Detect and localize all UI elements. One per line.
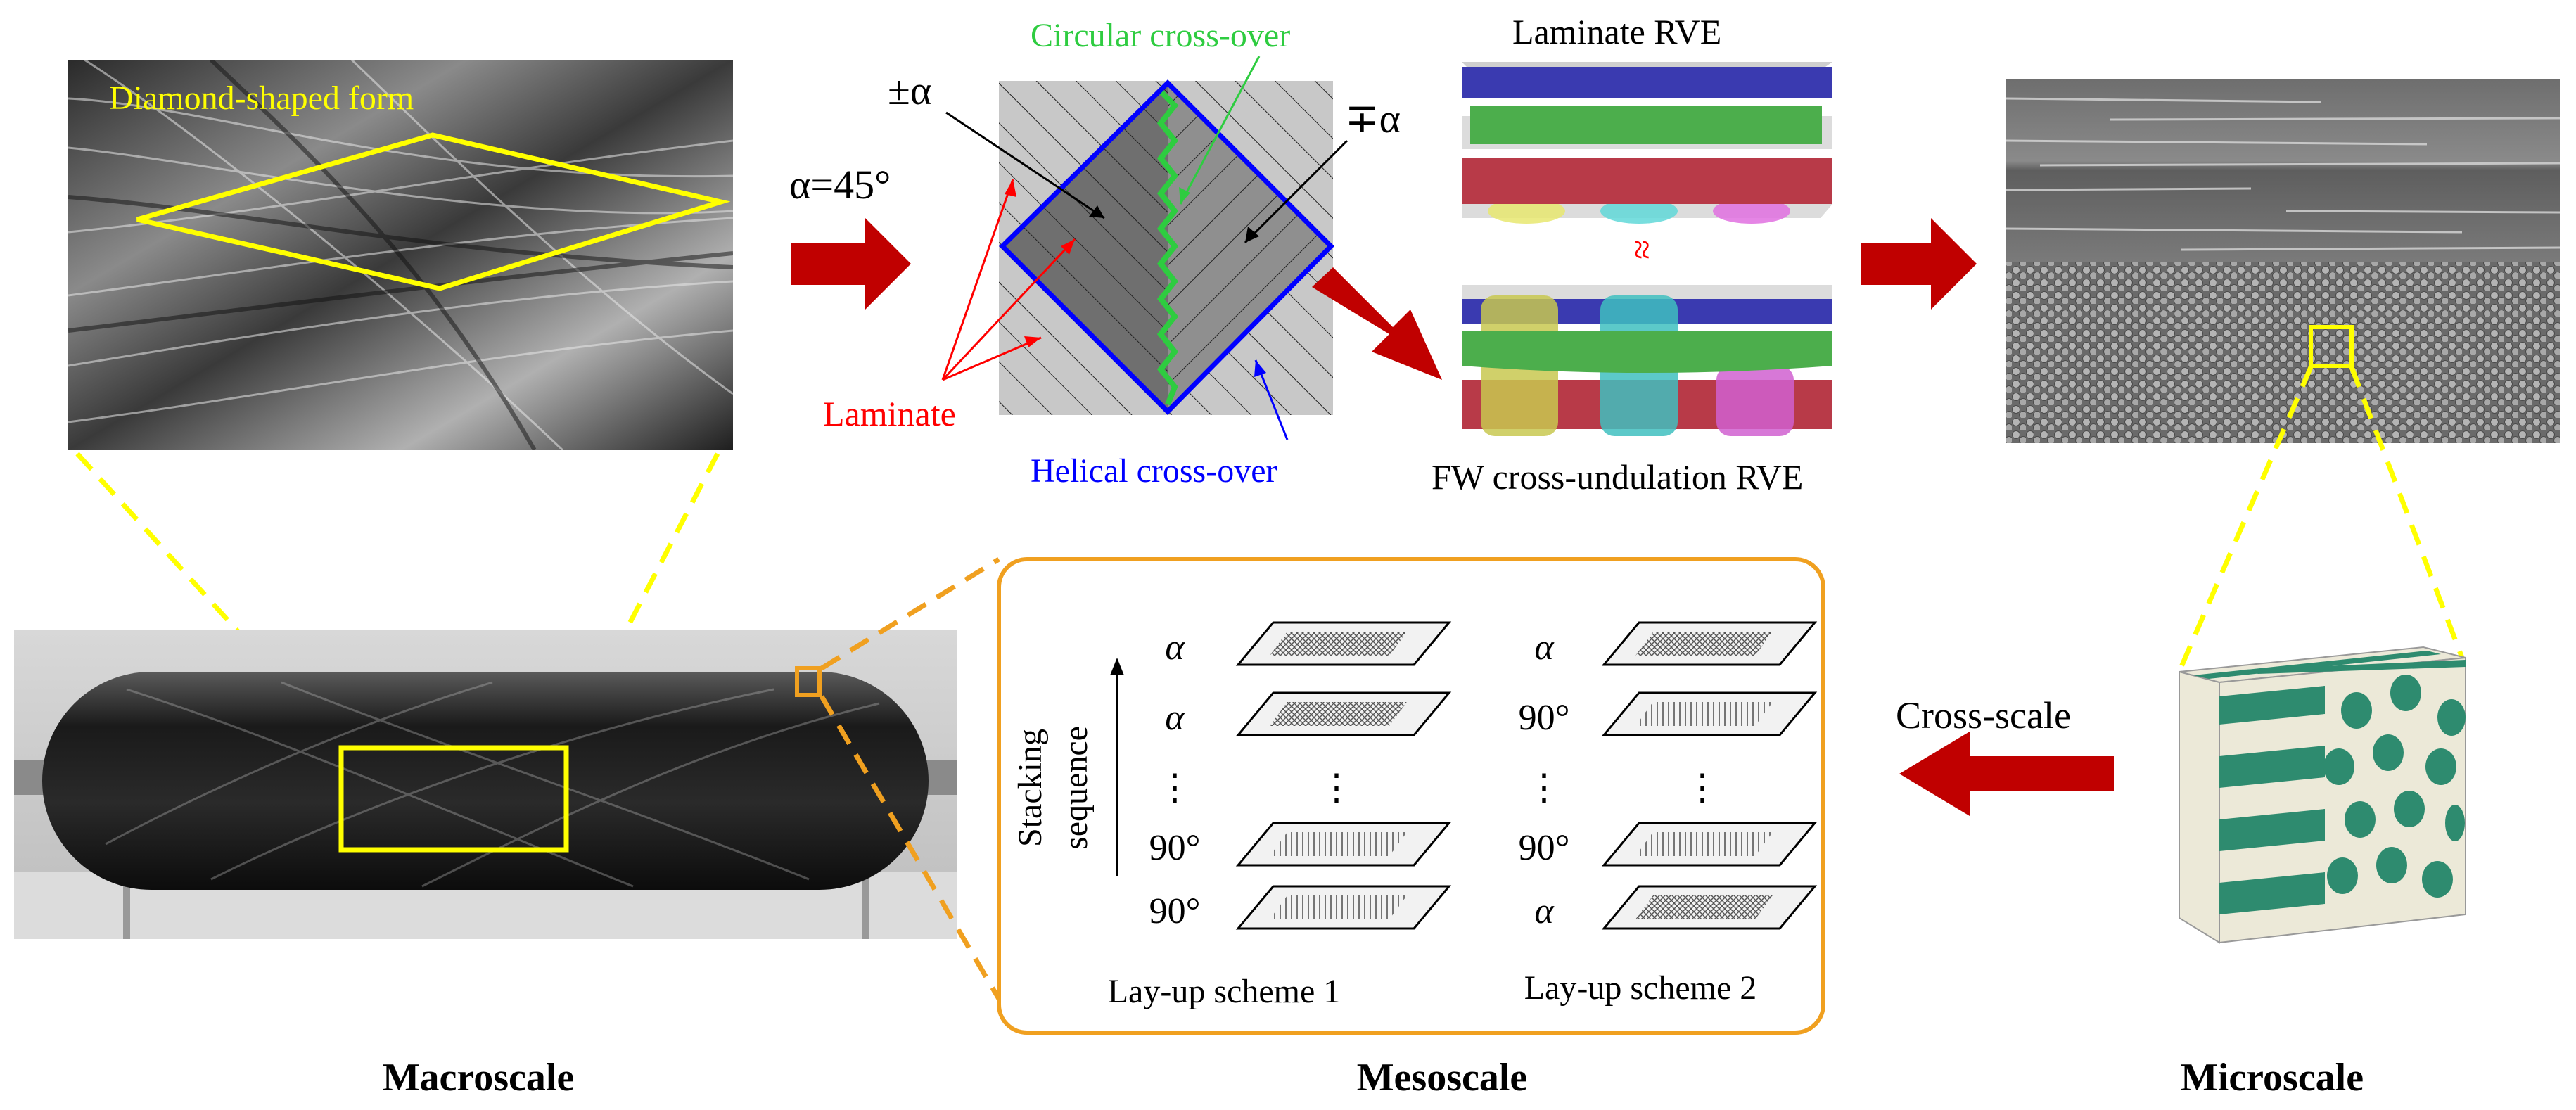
- scheme2-layer-label-0: α: [1534, 627, 1555, 668]
- layup-scheme-1: αα ⋮ ⋮ 90° 90°: [1149, 621, 1452, 931]
- scheme1-layer-label-0: α: [1165, 627, 1185, 668]
- laminate-rve-model: [1462, 62, 1832, 224]
- fw-rve-model: [1462, 285, 1832, 436]
- meso-zoom-connectors: [819, 557, 1002, 1000]
- scheme1-layer-label-1: α: [1165, 698, 1185, 738]
- circular-crossover-label: Circular cross-over: [1031, 17, 1290, 54]
- helical-crossover-label: Helical cross-over: [1031, 452, 1277, 490]
- minus-plus-alpha: ∓α: [1345, 96, 1401, 141]
- scheme2-ply-fibers-4: [1635, 895, 1773, 919]
- scheme2-ply-fibers-3: [1635, 832, 1773, 856]
- micro-zoom-connectors: [2178, 366, 2465, 670]
- diamond-outline: [136, 132, 731, 291]
- stacking-axis-label-1: Stacking: [1012, 729, 1049, 847]
- fw-rve-title: FW cross-undulation RVE: [1432, 457, 1803, 497]
- arrow-micro-to-meso: [1899, 732, 2114, 816]
- sem-zoom-box: [2309, 325, 2354, 368]
- scheme2-layer-label-1: 90°: [1519, 698, 1570, 738]
- scheme1-ply-ellipsis: ⋮: [1318, 768, 1355, 808]
- scheme2-ply-fibers-0: [1635, 632, 1773, 656]
- layup-scheme-2: α 90° ⋮ ⋮ 90° α: [1519, 621, 1818, 931]
- scheme2-layer-label-4: α: [1534, 891, 1555, 931]
- laminate-label: Laminate: [823, 394, 956, 433]
- mesoscale-label: Mesoscale: [1357, 1056, 1528, 1099]
- scheme1-ply-fibers-1: [1270, 702, 1407, 726]
- stacking-axis-label-2: sequence: [1057, 726, 1095, 850]
- sem-micrograph: [2006, 79, 2560, 443]
- scheme1-title: Lay-up scheme 1: [1108, 973, 1341, 1010]
- scheme1-layer-label-2: ⋮: [1156, 768, 1193, 808]
- micro-rve-cube: [2179, 646, 2466, 944]
- vessel-photo: [14, 630, 957, 939]
- vessel-zoom-box: [338, 745, 569, 853]
- plus-minus-alpha: ±α: [888, 68, 931, 113]
- crossover-diagram: [999, 79, 1334, 415]
- arrow-macro-to-meso: [791, 218, 911, 310]
- scheme1-layer-label-4: 90°: [1149, 891, 1201, 931]
- scheme2-layer-label-2: ⋮: [1526, 768, 1562, 808]
- scheme2-ply-ellipsis: ⋮: [1684, 768, 1721, 808]
- scheme2-title: Lay-up scheme 2: [1524, 969, 1757, 1007]
- scheme1-ply-fibers-4: [1270, 895, 1407, 919]
- scheme2-layer-label-3: 90°: [1519, 828, 1570, 868]
- macro-photo: [68, 60, 733, 450]
- arrow-diagram-to-rve: [1312, 267, 1442, 380]
- approx-symbol: ≈: [1621, 240, 1662, 260]
- scheme2-ply-fibers-1: [1635, 702, 1773, 726]
- arrow-rve-to-micro: [1861, 218, 1977, 310]
- circular-crossover-line: [1156, 89, 1179, 406]
- diamond-label: Diamond-shaped form: [109, 79, 414, 117]
- helical-crossover-outline: [999, 79, 1334, 415]
- alpha-value: α=45°: [789, 162, 891, 208]
- microscale-label: Microscale: [2181, 1056, 2364, 1099]
- macroscale-label: Macroscale: [383, 1056, 575, 1099]
- cross-scale-label: Cross-scale: [1896, 694, 2071, 736]
- scheme1-layer-label-3: 90°: [1149, 828, 1201, 868]
- scheme1-ply-fibers-0: [1270, 632, 1407, 656]
- vessel-detail-box: [795, 666, 822, 697]
- scheme1-ply-fibers-3: [1270, 832, 1407, 856]
- laminate-rve-title: Laminate RVE: [1512, 12, 1721, 51]
